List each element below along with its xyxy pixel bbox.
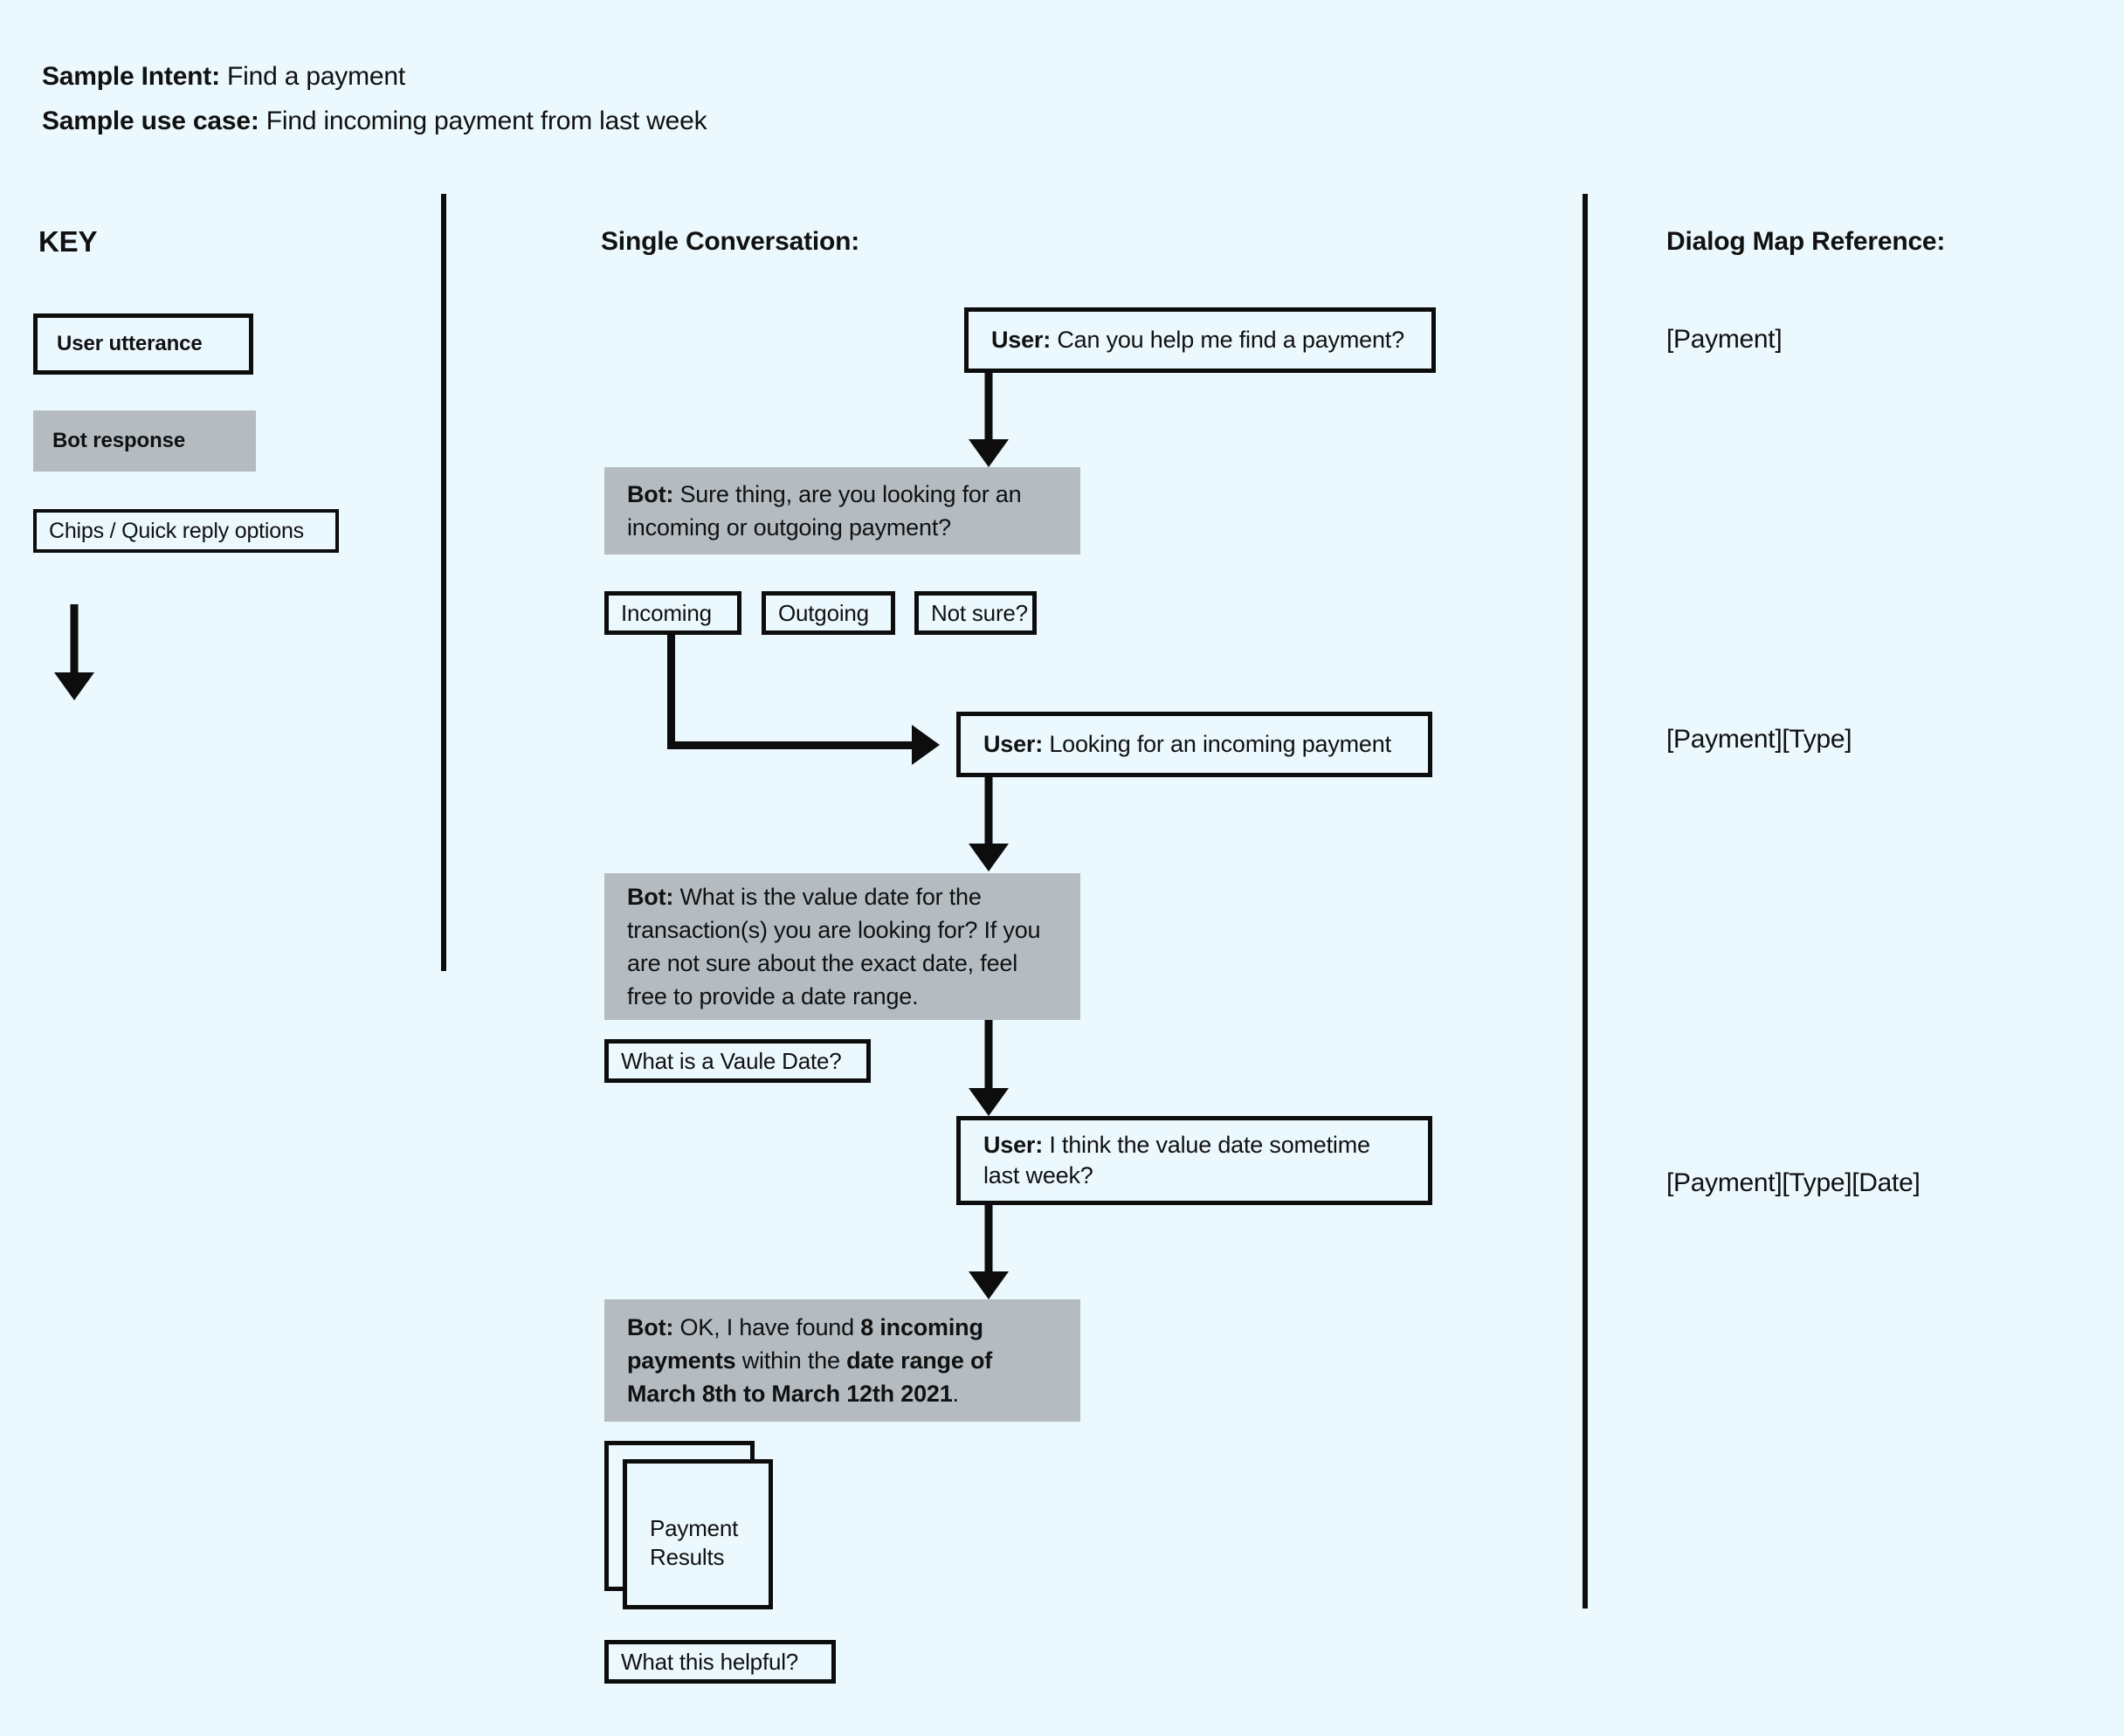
speaker-label-user-1: User:	[991, 327, 1052, 353]
speaker-label-user-2: User:	[983, 731, 1044, 757]
sample-usecase-label: Sample use case:	[42, 107, 259, 135]
bot-response-2-text: Bot: What is the value date for the tran…	[604, 880, 1080, 1013]
chip-was-this-helpful-label: What this helpful?	[621, 1648, 799, 1675]
user-utterance-3-body: I think the value date sometime last wee…	[983, 1132, 1370, 1188]
key-heading: KEY	[38, 225, 98, 258]
legend-user-utterance-label: User utterance	[57, 332, 203, 355]
speaker-label-bot-2: Bot:	[627, 884, 674, 910]
bot-response-3-prefix: OK, I have found	[673, 1314, 861, 1340]
user-utterance-1: User: Can you help me find a payment?	[964, 307, 1436, 373]
sample-intent-line: Sample Intent: Find a payment	[42, 54, 707, 99]
legend-chips: Chips / Quick reply options	[33, 509, 339, 553]
chip-not-sure[interactable]: Not sure?	[914, 591, 1037, 635]
sample-intent-value: Find a payment	[219, 62, 406, 91]
arrow-shaft	[984, 1205, 993, 1273]
bot-response-1-body: Sure thing, are you looking for an incom…	[627, 481, 1022, 541]
legend-bot-response-label: Bot response	[52, 429, 186, 452]
conversation-heading: Single Conversation:	[601, 227, 860, 256]
payment-results-label-line-2: Results	[650, 1544, 725, 1570]
user-utterance-3-text: User: I think the value date sometime la…	[961, 1130, 1428, 1191]
user-utterance-1-text: User: Can you help me find a payment?	[969, 325, 1427, 355]
flow-arrow-4-icon	[969, 1205, 1009, 1299]
dialog-map-reference-2: [Payment][Type]	[1666, 725, 1852, 754]
bot-response-3: Bot: OK, I have found 8 incoming payment…	[604, 1299, 1080, 1422]
user-utterance-1-body: Can you help me find a payment?	[1051, 327, 1404, 353]
user-utterance-2-text: User: Looking for an incoming payment	[961, 729, 1414, 760]
chip-not-sure-label: Not sure?	[931, 599, 1028, 626]
arrow-shaft	[984, 1020, 993, 1090]
connector-arrow-head	[912, 725, 940, 765]
dialog-map-reference-1: [Payment]	[1666, 325, 1783, 354]
arrow-shaft	[984, 777, 993, 845]
bot-response-3-middle: within the	[735, 1347, 847, 1374]
flow-arrow-3-icon	[969, 1020, 1009, 1116]
chip-outgoing[interactable]: Outgoing	[762, 591, 895, 635]
payment-results-label-line-1: Payment	[650, 1515, 739, 1541]
user-utterance-2: User: Looking for an incoming payment	[956, 712, 1432, 777]
bot-response-2-body: What is the value date for the transacti…	[627, 884, 1041, 1009]
sample-intent-label: Sample Intent:	[42, 62, 220, 91]
bot-response-1-text: Bot: Sure thing, are you looking for an …	[604, 478, 1080, 544]
legend-user-utterance: User utterance	[33, 313, 253, 375]
connector-vertical-segment	[667, 630, 675, 749]
column-divider-right	[1583, 194, 1588, 1609]
bot-response-3-bold-count: 8 incoming payments	[627, 1314, 983, 1374]
speaker-label-bot-3: Bot:	[627, 1314, 674, 1340]
arrow-head	[969, 1271, 1009, 1299]
sample-usecase-value: Find incoming payment from last week	[259, 107, 707, 135]
arrow-head	[969, 844, 1009, 871]
connector-horizontal-segment	[667, 741, 919, 749]
legend-bot-response: Bot response	[33, 410, 256, 472]
user-utterance-2-body: Looking for an incoming payment	[1043, 731, 1391, 757]
chip-what-is-a-value-date-label: What is a Vaule Date?	[621, 1047, 842, 1074]
arrow-shaft	[70, 604, 79, 674]
sample-usecase-line: Sample use case: Find incoming payment f…	[42, 99, 707, 143]
flow-arrow-1-icon	[969, 373, 1009, 467]
bot-response-1: Bot: Sure thing, are you looking for an …	[604, 467, 1080, 555]
chip-outgoing-label: Outgoing	[778, 599, 869, 626]
bot-response-3-bold-range: date range of March 8th to March 12th 20…	[627, 1347, 993, 1407]
chip-incoming-label: Incoming	[621, 599, 712, 626]
arrow-shaft	[984, 373, 993, 441]
user-utterance-3: User: I think the value date sometime la…	[956, 1116, 1432, 1205]
bot-response-3-suffix: .	[952, 1381, 960, 1407]
payment-results-label: Payment Results	[627, 1464, 769, 1572]
header-block: Sample Intent: Find a payment Sample use…	[42, 54, 707, 143]
legend-chips-label: Chips / Quick reply options	[49, 518, 304, 543]
arrow-head	[969, 439, 1009, 467]
dialog-map-reference-heading: Dialog Map Reference:	[1666, 227, 1946, 256]
payment-results-card-front: Payment Results	[623, 1459, 773, 1609]
bot-response-2: Bot: What is the value date for the tran…	[604, 873, 1080, 1020]
bot-response-3-text: Bot: OK, I have found 8 incoming payment…	[604, 1311, 1080, 1410]
flow-arrow-2-icon	[969, 777, 1009, 871]
chip-was-this-helpful[interactable]: What this helpful?	[604, 1640, 836, 1684]
dialog-map-reference-3: [Payment][Type][Date]	[1666, 1168, 1921, 1197]
arrow-head	[54, 672, 94, 700]
speaker-label-user-3: User:	[983, 1132, 1044, 1158]
legend-down-arrow-icon	[54, 604, 94, 700]
column-divider-left	[441, 194, 446, 971]
payment-results-card-stack: Payment Results	[604, 1441, 779, 1615]
chip-incoming[interactable]: Incoming	[604, 591, 741, 635]
arrow-head	[969, 1088, 1009, 1116]
speaker-label-bot-1: Bot:	[627, 481, 674, 507]
flow-connector-incoming-icon	[667, 630, 964, 765]
chip-what-is-a-value-date[interactable]: What is a Vaule Date?	[604, 1039, 871, 1083]
